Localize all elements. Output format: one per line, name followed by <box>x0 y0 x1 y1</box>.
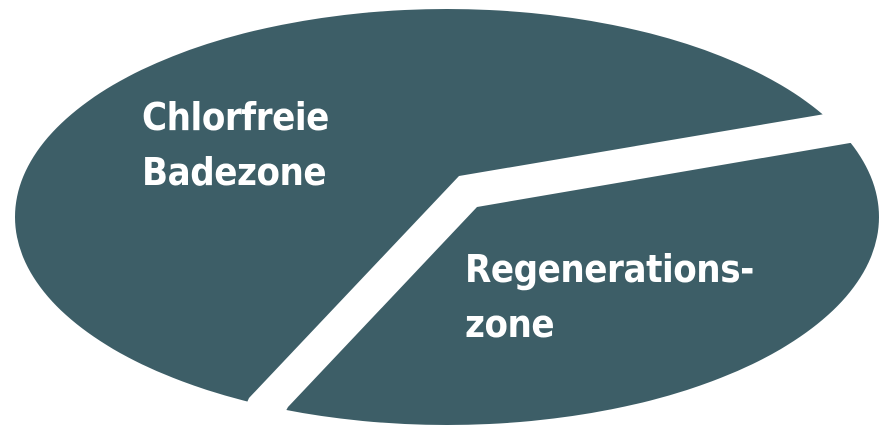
zone-label-line: Regenerations- <box>465 247 754 291</box>
zone-label-regeneration: Regenerations- zone <box>465 242 754 352</box>
zone-label-line: Chlorfreie <box>142 95 329 139</box>
zone-label-line: zone <box>465 302 555 346</box>
zone-label-chlorfree: Chlorfreie Badezone <box>142 90 329 200</box>
zone-separator <box>230 102 887 440</box>
zone-label-line: Badezone <box>142 150 327 194</box>
